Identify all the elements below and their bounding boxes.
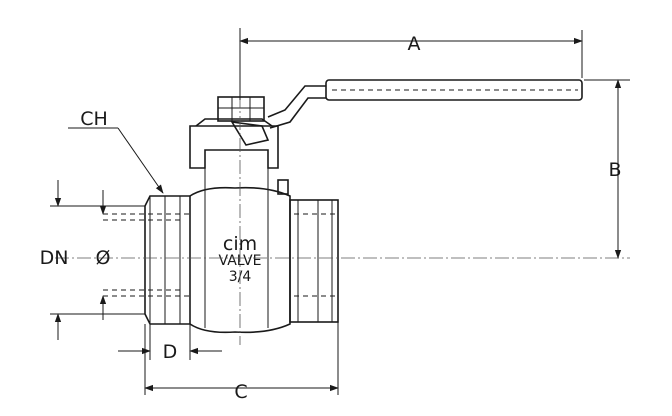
- dimension-b: [584, 79, 630, 259]
- dimension-ch-label: CH: [80, 108, 108, 130]
- dimension-b-label: B: [608, 159, 621, 181]
- handle-lever: [267, 79, 583, 129]
- valve-body: [103, 186, 339, 334]
- dimension-a-label: A: [408, 33, 421, 55]
- dimension-d-label: D: [163, 341, 178, 363]
- dimension-ch-leader: [68, 127, 164, 194]
- dimension-c: [144, 322, 339, 395]
- dimension-dn: [50, 180, 145, 340]
- dimension-c-label: C: [234, 381, 247, 403]
- dimension-diameter-label: Ø: [96, 247, 111, 269]
- stem-nut: [217, 96, 265, 122]
- dimension-a: [239, 28, 583, 100]
- dimension-dn-label: DN: [40, 247, 69, 269]
- stem-housing: [189, 118, 289, 195]
